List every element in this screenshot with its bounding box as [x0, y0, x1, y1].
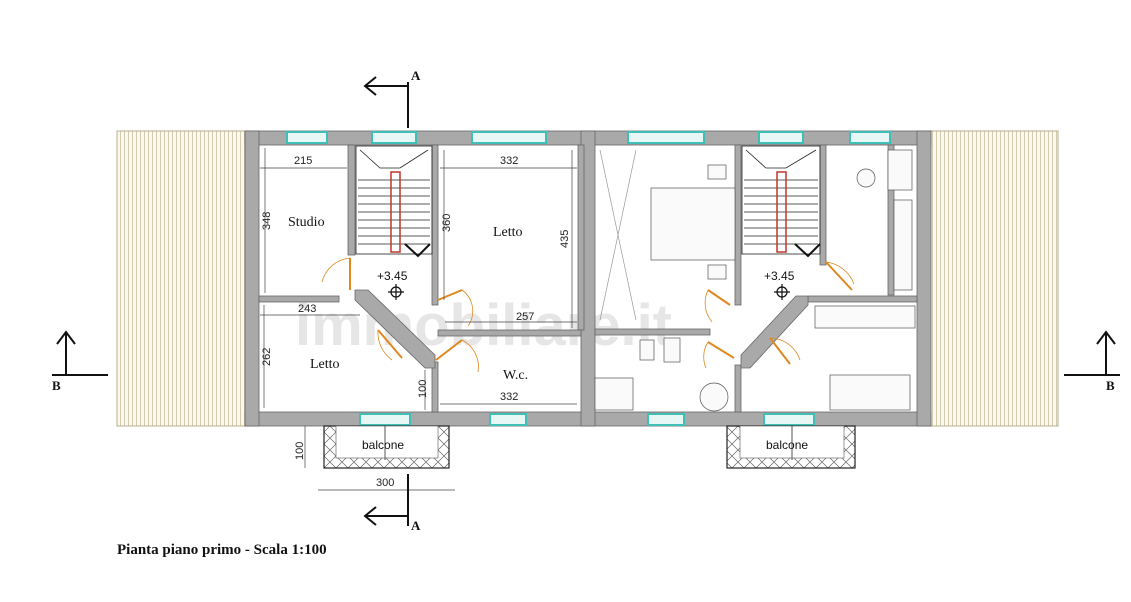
dim-balcone-width: 300	[376, 477, 394, 489]
windows	[286, 131, 891, 426]
dim-letto-left-width: 243	[298, 303, 316, 315]
stairs-left	[355, 145, 433, 258]
room-label-wc: W.c.	[503, 368, 528, 383]
watermark: immobiliare.it	[295, 293, 672, 358]
dim-wc-width: 332	[500, 391, 518, 403]
dim-letto-center-height-1: 360	[441, 214, 453, 232]
room-label-balcone-left: balcone	[362, 438, 404, 452]
stairs-right	[741, 145, 821, 258]
dim-wc-height: 100	[417, 380, 429, 398]
doors	[321, 257, 855, 373]
walls	[244, 130, 932, 427]
terrace-left	[116, 130, 248, 427]
section-label-a-top: A	[411, 68, 421, 83]
dim-letto-left-height: 262	[261, 348, 273, 366]
level-marker-left: +3.45	[377, 269, 408, 283]
dim-studio-width: 215	[294, 155, 312, 167]
furniture	[594, 149, 916, 412]
section-arrow-b-right	[1064, 330, 1120, 376]
plan-caption: Pianta piano primo - Scala 1:100	[117, 542, 327, 558]
dim-letto-center-width: 332	[500, 155, 518, 167]
balcony-right	[726, 425, 856, 469]
section-arrow-b-left	[52, 330, 108, 376]
section-label-b-left: B	[52, 378, 61, 393]
section-label-a-bottom: A	[411, 518, 421, 533]
terrace-right	[928, 130, 1059, 427]
section-label-b-right: B	[1106, 378, 1115, 393]
section-arrow-a-top	[363, 76, 409, 128]
dimension-lines	[260, 148, 577, 491]
room-label-studio: Studio	[288, 215, 325, 230]
dim-balcone-height: 100	[294, 442, 306, 460]
room-label-letto-center: Letto	[493, 225, 523, 240]
dim-letto-center-height-2: 435	[559, 230, 571, 248]
crosshair-icon	[388, 284, 404, 300]
dim-studio-height: 348	[261, 212, 273, 230]
dim-hall-width: 257	[516, 311, 534, 323]
level-marker-right: +3.45	[764, 269, 795, 283]
room-label-balcone-right: balcone	[766, 438, 808, 452]
crosshair-icon	[774, 284, 790, 300]
room-label-letto-left: Letto	[310, 357, 340, 372]
balcony-left	[323, 425, 450, 469]
section-arrow-a-bottom	[363, 474, 409, 526]
